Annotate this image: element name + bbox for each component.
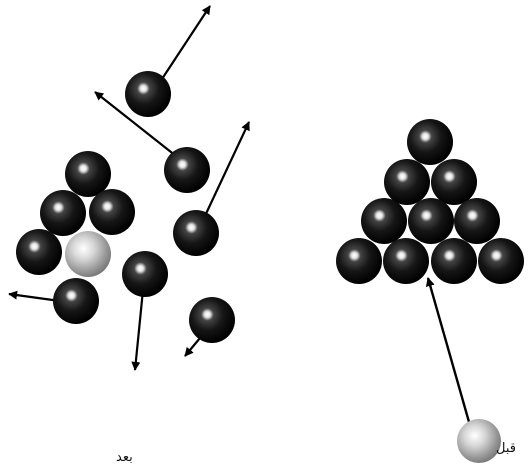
ball [383,238,429,284]
ball [407,119,453,165]
arrow [428,278,469,422]
ball [125,71,171,117]
ball [65,151,111,197]
ball [89,189,135,235]
ball [431,238,477,284]
cue-ball [457,419,501,463]
ball [16,229,62,275]
arrow [9,294,60,301]
after-label: بعد [116,450,133,465]
ball [164,147,210,193]
ball [361,198,407,244]
ball [431,159,477,205]
before-scene [336,119,524,463]
ball [122,251,168,297]
ball [40,190,86,236]
ball [454,198,500,244]
ball [478,238,524,284]
arrow [204,122,249,218]
ball [173,210,219,256]
arrow [160,6,210,82]
ball [384,159,430,205]
cue-ball [65,231,111,277]
ball [53,278,99,324]
after-scene [9,6,249,370]
before-label: قبل [496,441,516,456]
ball [189,297,235,343]
ball [336,238,382,284]
arrow [135,290,143,370]
ball [408,198,454,244]
